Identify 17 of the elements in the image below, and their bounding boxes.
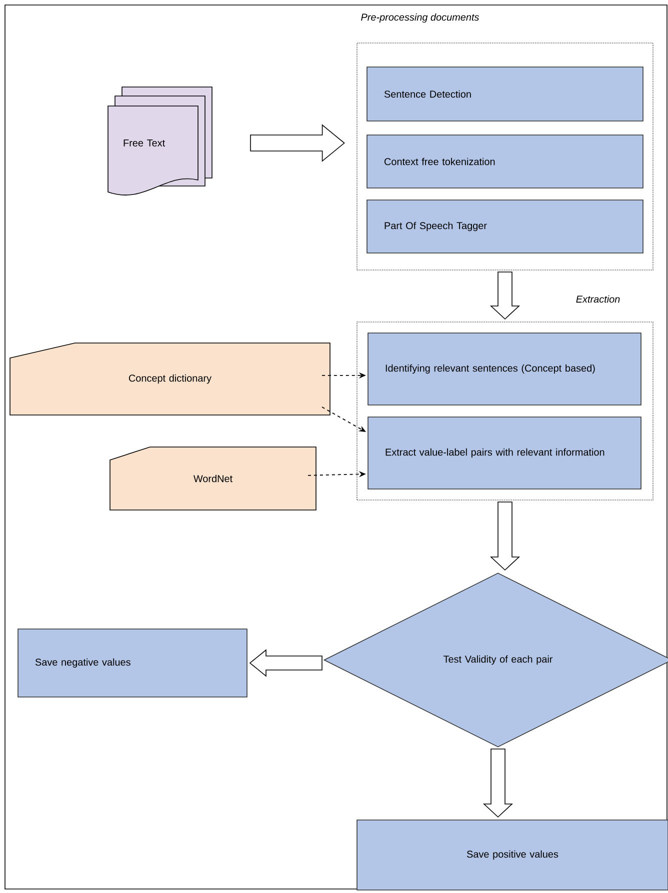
process-box: Part Of Speech Tagger — [366, 200, 644, 254]
group-heading: Pre-processing documents — [361, 13, 480, 23]
process-box: Extract value-label pairs with relevant information — [368, 416, 642, 490]
process-box: Save negative values — [18, 628, 248, 698]
data-source-box: WordNet — [110, 446, 316, 510]
block-arrow — [250, 124, 345, 162]
block-arrow — [482, 748, 513, 818]
block-arrow — [249, 649, 322, 677]
block-arrow — [490, 272, 520, 320]
process-box: Identifying relevant sentences (Concept based) — [368, 332, 642, 406]
group-heading: Extraction — [576, 295, 620, 303]
process-box: Context free tokenization — [366, 134, 644, 188]
data-source-box: Concept dictionary — [10, 342, 330, 416]
process-box: Sentence Detection — [366, 66, 644, 122]
process-box: Save positive values — [356, 820, 668, 890]
block-arrow — [490, 502, 520, 571]
document-stack: Free Text — [108, 86, 212, 196]
